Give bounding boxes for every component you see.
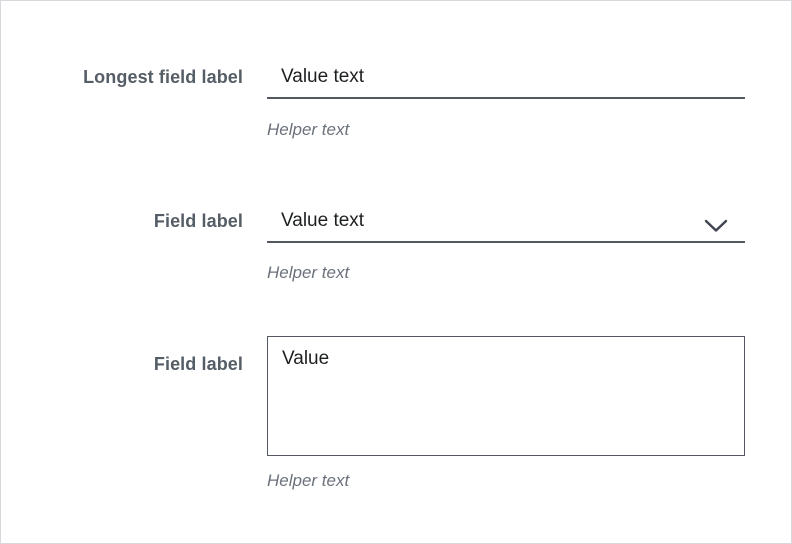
textarea-value: Value xyxy=(282,348,330,369)
helper-text-text-input: Helper text xyxy=(267,120,350,139)
helper-text-select: Helper text xyxy=(267,263,350,282)
field-label-select: Field label xyxy=(153,211,243,231)
select-control: Value text xyxy=(267,207,745,243)
field-label-textarea: Field label xyxy=(153,354,243,374)
select-input[interactable]: Value text xyxy=(267,207,745,243)
textarea-input[interactable]: Value xyxy=(267,336,745,456)
text-input[interactable]: Value text xyxy=(267,63,745,99)
select-value: Value text xyxy=(281,210,365,231)
chevron-down-icon[interactable] xyxy=(703,215,729,235)
text-input-value: Value text xyxy=(281,66,365,87)
textarea-control: Value xyxy=(267,336,745,456)
helper-text-textarea: Helper text xyxy=(267,471,350,490)
field-label-longest: Longest field label xyxy=(83,67,243,87)
text-input-control: Value text xyxy=(267,63,745,99)
